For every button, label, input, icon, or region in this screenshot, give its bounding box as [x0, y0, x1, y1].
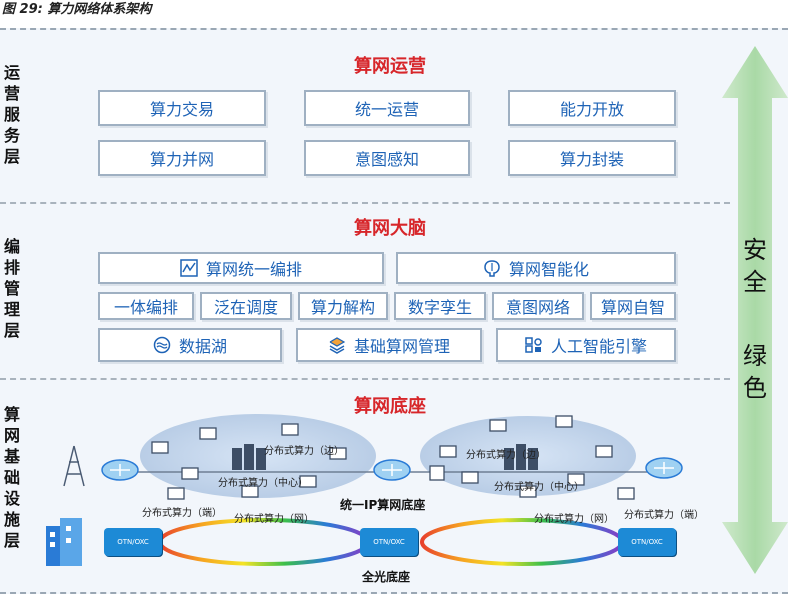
- orch-layer-side-label: 编 排 管 理 层: [3, 237, 20, 340]
- optical-ring-right: [420, 518, 624, 566]
- server-rack-icon: [504, 444, 538, 470]
- otn-oxc-node-center: OTN/OXC: [360, 528, 418, 556]
- ops-layer-side-label: 运 营 服 务 层: [3, 63, 20, 166]
- data-lake-icon: [153, 336, 171, 354]
- figure-caption: 图 29: 算力网络体系架构: [2, 2, 152, 17]
- router-icon: [645, 457, 683, 479]
- ai-engine-icon: [525, 337, 542, 353]
- layers-icon: [329, 337, 346, 354]
- orch-basic-management: 基础算网管理: [296, 328, 482, 362]
- label-net-right: 分布式算力（网）: [534, 514, 614, 525]
- router-icon: [373, 459, 411, 481]
- label-edge-right: 分布式算力（边）: [466, 450, 546, 461]
- building-icon: [46, 518, 82, 566]
- label-net-left: 分布式算力（网）: [234, 514, 314, 525]
- ops-item-merge: 算力并网: [98, 140, 266, 176]
- security-green-arrow: 安 全 绿 色: [722, 46, 788, 574]
- orch-integrated: 一体编排: [98, 292, 194, 320]
- double-arrow-icon: [722, 46, 788, 574]
- label-ip-base: 统一IP算网底座: [340, 498, 426, 512]
- label-optical-base: 全光底座: [362, 570, 411, 584]
- ops-item-open: 能力开放: [508, 90, 676, 126]
- router-icon: [101, 459, 139, 481]
- orch-deconstruct: 算力解构: [298, 292, 388, 320]
- orch-layer-title: 算网大脑: [354, 218, 426, 239]
- layer-separator: [0, 378, 730, 380]
- otn-oxc-node-right: OTN/OXC: [618, 528, 676, 556]
- ops-item-unified: 统一运营: [304, 90, 470, 126]
- infra-layer-title: 算网底座: [354, 396, 426, 417]
- label-center-left: 分布式算力（中心）: [218, 478, 308, 489]
- arrow-label-green: 绿 色: [743, 342, 767, 402]
- label-center-right: 分布式算力（中心）: [494, 482, 584, 493]
- orch-data-lake: 数据湖: [98, 328, 282, 362]
- infra-layer-side-label: 算 网 基 础 设 施 层: [3, 405, 20, 550]
- orch-ai-engine: 人工智能引擎: [496, 328, 676, 362]
- orch-intent-network: 意图网络: [492, 292, 584, 320]
- antenna-tower-icon: [63, 445, 85, 487]
- ops-layer-title: 算网运营: [354, 56, 426, 77]
- optical-ring-left: [158, 518, 370, 566]
- server-device-icon: [151, 415, 635, 500]
- arrow-label-security: 安 全: [743, 236, 767, 296]
- label-end-left: 分布式算力（端）: [142, 508, 222, 519]
- ops-item-intent: 意图感知: [304, 140, 470, 176]
- layer-separator: [0, 202, 730, 204]
- label-end-right: 分布式算力（端）: [624, 510, 704, 521]
- label-edge-left: 分布式算力（边）: [264, 446, 344, 457]
- ops-item-trade: 算力交易: [98, 90, 266, 126]
- orch-digital-twin: 数字孪生: [394, 292, 486, 320]
- brain-icon: [484, 260, 500, 277]
- orch-autonomy: 算网自智: [590, 292, 676, 320]
- server-rack-icon: [232, 444, 266, 470]
- chart-icon: [180, 259, 198, 277]
- otn-oxc-node-left: OTN/OXC: [104, 528, 162, 556]
- orch-intelligence: 算网智能化: [396, 252, 676, 284]
- infrastructure-diagram: [46, 414, 683, 566]
- orch-ubiquitous-scheduling: 泛在调度: [200, 292, 292, 320]
- ops-item-package: 算力封装: [508, 140, 676, 176]
- orch-unified-orchestration: 算网统一编排: [98, 252, 384, 284]
